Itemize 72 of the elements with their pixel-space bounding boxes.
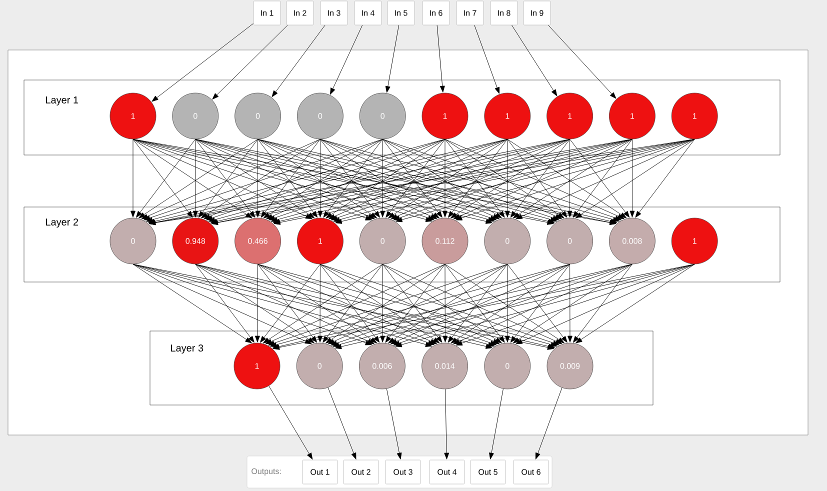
arrow bbox=[332, 264, 632, 348]
arrow bbox=[442, 264, 448, 342]
arrow bbox=[504, 138, 510, 218]
arrow bbox=[132, 264, 252, 344]
arrow bbox=[328, 387, 356, 460]
arrow bbox=[436, 24, 445, 92]
arrow bbox=[456, 264, 695, 346]
arrow bbox=[195, 264, 495, 347]
arrow bbox=[132, 264, 554, 350]
arrow bbox=[635, 138, 695, 218]
arrow bbox=[536, 388, 562, 460]
arrow bbox=[132, 264, 432, 347]
arrow bbox=[453, 264, 632, 344]
arrow bbox=[152, 23, 254, 102]
arrow bbox=[212, 24, 288, 100]
output-box: Out 1 bbox=[302, 460, 338, 484]
arrow bbox=[254, 264, 260, 342]
input-box: In 3 bbox=[320, 0, 348, 26]
arrow bbox=[396, 138, 695, 222]
arrow bbox=[272, 24, 326, 98]
input-box: In 1 bbox=[253, 0, 281, 26]
arrow bbox=[132, 264, 312, 344]
arrow bbox=[318, 138, 323, 218]
arrow bbox=[568, 264, 572, 342]
arrow bbox=[195, 264, 254, 343]
output-box: Out 2 bbox=[343, 460, 379, 484]
arrow bbox=[444, 388, 450, 460]
input-box: In 9 bbox=[523, 0, 551, 26]
arrow bbox=[548, 24, 616, 99]
arrow bbox=[516, 138, 695, 220]
arrow bbox=[192, 138, 198, 218]
arrow bbox=[575, 138, 695, 218]
output-box: Out 3 bbox=[385, 460, 421, 484]
arrow bbox=[512, 264, 632, 344]
arrow bbox=[516, 264, 695, 344]
output-box: Out 5 bbox=[470, 460, 506, 484]
arrow bbox=[456, 138, 695, 220]
input-box: In 7 bbox=[456, 0, 484, 26]
arrow bbox=[504, 264, 510, 342]
arrow bbox=[442, 138, 448, 218]
arrow bbox=[330, 24, 363, 95]
arrow bbox=[195, 264, 314, 344]
arrow bbox=[195, 264, 555, 349]
arrow bbox=[386, 388, 402, 460]
arrow bbox=[272, 264, 695, 350]
arrow bbox=[195, 264, 374, 344]
arrow bbox=[576, 264, 695, 344]
input-box: In 6 bbox=[422, 0, 450, 26]
arrow bbox=[380, 138, 386, 218]
input-box: In 2 bbox=[286, 0, 314, 26]
arrow bbox=[567, 138, 572, 218]
output-box: Out 6 bbox=[513, 460, 549, 484]
input-box: In 4 bbox=[354, 0, 382, 26]
output-box: Out 4 bbox=[429, 460, 465, 484]
arrow bbox=[385, 24, 400, 93]
arrow bbox=[132, 264, 372, 346]
arrow bbox=[272, 264, 632, 350]
arrow bbox=[395, 264, 695, 348]
arrow bbox=[393, 264, 632, 346]
arrow bbox=[489, 388, 504, 460]
arrow bbox=[512, 24, 558, 96]
arrow bbox=[255, 138, 260, 218]
arrow bbox=[380, 264, 386, 342]
input-box: In 5 bbox=[387, 0, 415, 26]
arrow bbox=[195, 264, 435, 346]
arrow bbox=[268, 386, 313, 460]
arrow bbox=[318, 264, 322, 342]
arrow bbox=[630, 138, 635, 218]
arrow bbox=[573, 264, 632, 343]
input-box: In 8 bbox=[490, 0, 518, 26]
arrow bbox=[474, 24, 500, 94]
arrow bbox=[130, 138, 136, 218]
